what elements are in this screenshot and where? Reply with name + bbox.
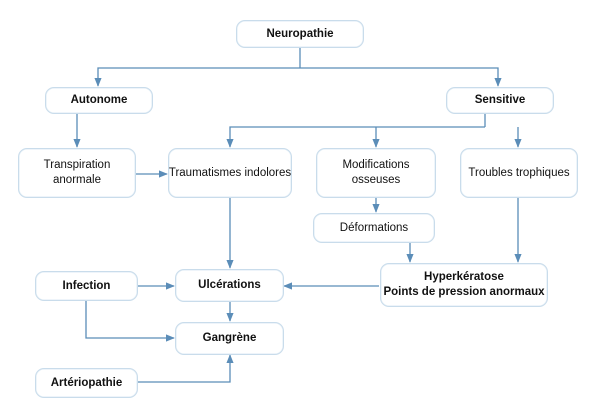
edge-infection-gangrene [85, 301, 175, 342]
node-transpiration-line1: Transpiration [43, 159, 111, 171]
node-transpiration-line2: anormale [53, 174, 101, 186]
node-modifications-line2: osseuses [351, 174, 401, 186]
edge-sensitive-traumatismes [226, 126, 485, 148]
node-neuropathie-label: Neuropathie [266, 27, 334, 40]
node-infection-label: Infection [62, 279, 111, 292]
edge-arteriopathie-gangrene [138, 354, 234, 383]
edge-neuropathie-autonome [94, 67, 300, 87]
node-ulcerations-label: Ulcérations [198, 279, 261, 291]
node-deformations-label: Déformations [339, 221, 409, 234]
node-deformations: Déformations [313, 213, 435, 243]
node-hyperkeratose-line2: Points de pression anormaux [383, 286, 545, 298]
node-arteriopathie: Artériopathie [35, 368, 138, 398]
node-traumatismes-label: Traumatismes indolores [168, 166, 292, 179]
node-modifications-line1: Modifications [342, 159, 410, 171]
node-sensitive: Sensitive [446, 87, 554, 114]
node-transpiration: Transpiration anormale [18, 148, 136, 198]
node-hyperkeratose: Hyperkératose Points de pression anormau… [380, 263, 548, 307]
node-hyperkeratose-line1: Hyperkératose [424, 271, 504, 283]
node-ulcerations: Ulcérations [175, 269, 284, 302]
node-arteriopathie-label: Artériopathie [50, 376, 123, 389]
node-infection: Infection [35, 271, 138, 301]
node-gangrene-label: Gangrène [202, 332, 257, 344]
node-sensitive-label: Sensitive [474, 94, 526, 106]
edge-neuropathie-sensitive [300, 67, 502, 87]
node-gangrene: Gangrène [175, 322, 284, 355]
node-autonome: Autonome [45, 87, 153, 114]
node-troubles: Troubles trophiques [460, 148, 578, 198]
node-traumatismes: Traumatismes indolores [168, 148, 292, 198]
node-neuropathie: Neuropathie [236, 20, 364, 48]
node-modifications: Modifications osseuses [316, 148, 436, 198]
node-troubles-label: Troubles trophiques [468, 166, 570, 179]
node-autonome-label: Autonome [70, 94, 128, 106]
